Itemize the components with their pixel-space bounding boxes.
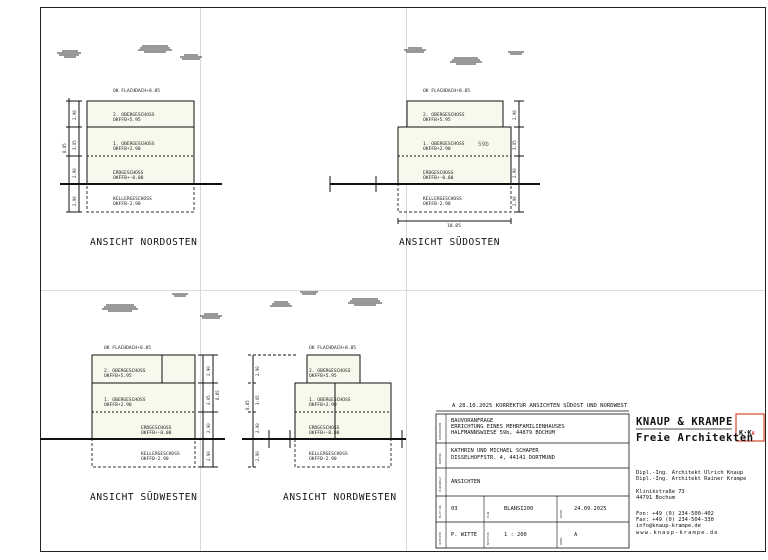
firm-name: KNAUP & KRAMPE [636,416,733,428]
field-caption: PLANINHALT [439,476,442,492]
roof-level-label: OK FLACHDACH+8.85 [104,346,152,351]
tree-symbol [57,45,202,60]
field-caption: GEZEICHN. [439,530,442,545]
tree-symbol [102,293,222,319]
logo-suffix: A [751,431,755,437]
view-title: ANSICHT SÜDOSTEN [399,237,501,248]
plan-code: BLANSI200 [504,506,534,512]
floor-level-label: OKFFB+-0.00 [141,431,172,436]
project-address: HALFMANNSWIESE 59b, 44879 BOCHUM [451,430,555,436]
floor-label: ERDGESCHOSS [141,426,172,431]
plan-date: 24.09.2025 [574,506,607,512]
floor-label: KELLERGESCHOSS [141,452,180,457]
floor-level-label: OKFFB+-0.00 [309,431,340,436]
floor-level-label: OKFFB+5.95 [423,118,451,123]
drawing-frame [40,7,766,552]
plan-scale: 1 : 200 [504,532,527,538]
field-caption: BAUVORHABEN [439,422,442,440]
revision-note: A 28.10.2025 KORREKTUR ANSICHTEN SÜDOST … [452,403,628,409]
floor-level-label: OKFFB+2.90 [113,147,141,152]
architect-name: Dipl.-Ing. Architekt Rainer Krampe [636,476,747,482]
floor-label: 2. OBERGESCHOSS [104,369,146,374]
tree-symbol [270,291,382,307]
view-title: ANSICHT SÜDWESTEN [90,492,198,503]
client-address: DISSELHOFFSTR. 4, 44141 DORTMUND [451,455,555,461]
floor-level-label: OKFFB-2.90 [141,457,169,462]
client-name: KATHRIN UND MICHAEL SCHAPER [451,448,539,454]
paper-fold-line [200,8,201,551]
floor-label: KELLERGESCHOSS [309,452,348,457]
view-title: ANSICHT NORDWESTEN [283,492,397,503]
house-number-label: 59b [478,141,489,148]
floor-label: 1. OBERGESCHOSS [113,142,155,147]
floor-label: 2. OBERGESCHOSS [309,369,351,374]
floor-label: 1. OBERGESCHOSS [309,398,351,403]
field-caption: PLAN [487,511,490,518]
tree-symbol [404,47,524,65]
logo-initials: K·K [739,429,752,437]
firm-phone: Fon: +49 (0) 234-500-402 [636,511,714,517]
plan-content: ANSICHTEN [451,479,481,485]
floor-label: 1. OBERGESCHOSS [104,398,146,403]
sheet-number: 03 [451,506,458,512]
drawn-by: P. WITTE [451,532,477,538]
floor-label: 2. OBERGESCHOSS [113,113,155,118]
firm-subtitle: Freie Architekten [636,432,754,444]
floor-level-label: OKFFB+5.95 [104,374,132,379]
firm-fax: Fax: +49 (0) 234-504-330 [636,517,714,523]
paper-fold-line [41,290,765,291]
firm-city: 44791 Bochum [636,495,675,501]
project-line: ERRICHTUNG EINES MEHRFAMILIENHAUSES [451,424,565,430]
project-line: BAUVORANFRAGE [451,418,494,424]
floor-label: 2. OBERGESCHOSS [423,113,465,118]
view-title: ANSICHT NORDOSTEN [90,237,198,248]
floor-label: 1. OBERGESCHOSS [423,142,465,147]
floor-level-label: OKFFB+5.95 [309,374,337,379]
floor-level-label: OKFFB+2.90 [423,147,451,152]
floor-level-label: OKFFB+5.95 [113,118,141,123]
architect-name: Dipl.-Ing. Architekt Ulrich Knaup [636,470,744,476]
floor-label: KELLERGESCHOSS [113,197,152,202]
firm-logo: K·KA [739,429,755,437]
firm-website: www.knaup-krampe.de [636,530,719,536]
floor-level-label: OKFFB+-0.00 [113,176,144,181]
floor-level-label: OKFFB-2.90 [423,202,451,207]
floor-label: ERDGESCHOSS [309,426,340,431]
floor-level-label: OKFFB+2.90 [104,403,132,408]
floor-level-label: OKFFB+-0.00 [423,176,454,181]
field-caption: INDEX [560,537,563,545]
roof-level-label: OK FLACHDACH+8.85 [309,346,357,351]
roof-level-label: OK FLACHDACH+8.85 [423,89,471,94]
field-caption: DATUM [560,510,563,518]
firm-email: info@knaup-krampe.de [636,523,701,529]
floor-label: KELLERGESCHOSS [423,197,462,202]
floor-level-label: OKFFB-2.90 [309,457,337,462]
plan-index: A [574,532,578,538]
roof-level-label: OK FLACHDACH+8.85 [113,89,161,94]
floor-level-label: OKFFB+2.90 [309,403,337,408]
field-caption: MASSSTAB [487,532,490,546]
field-caption: BAUHERR [439,453,442,464]
paper-fold-line [406,8,407,551]
floor-label: ERDGESCHOSS [113,171,144,176]
field-caption: BLATT-NR. [439,503,442,518]
floor-level-label: OKFFB-2.90 [113,202,141,207]
floor-label: ERDGESCHOSS [423,171,454,176]
width-dimension-label: 10.85 [447,224,461,229]
firm-street: Klinikstraße 73 [636,489,685,495]
